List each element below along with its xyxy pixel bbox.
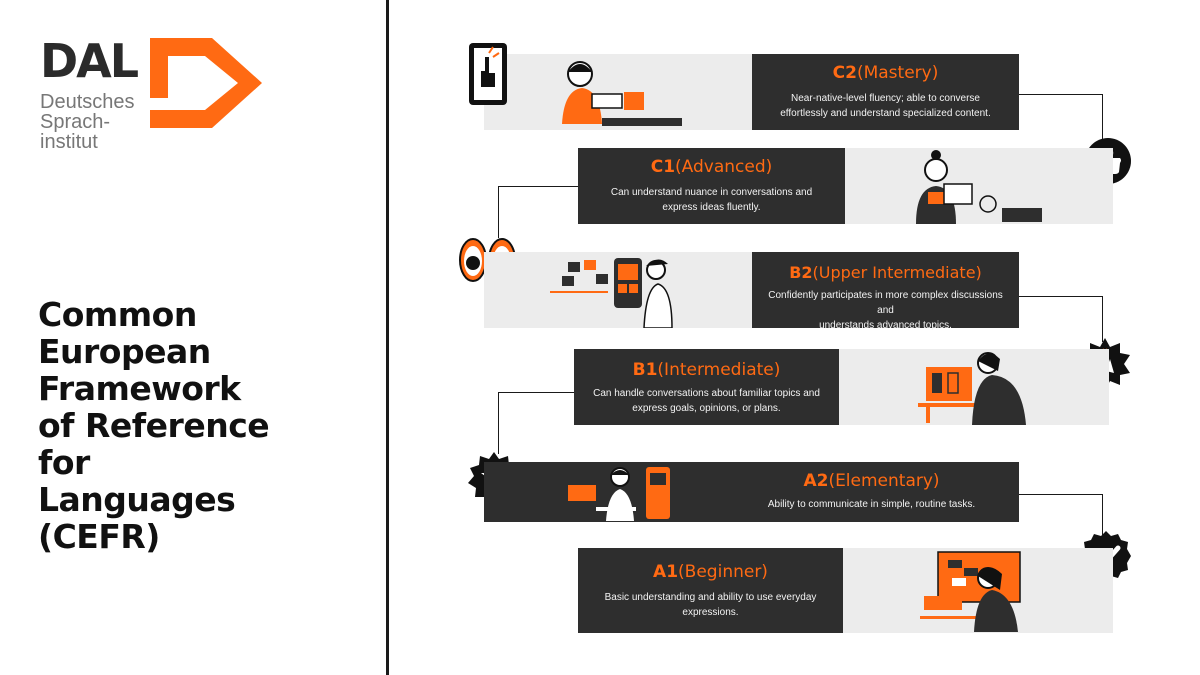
- level-card-a2: A2(Elementary) Ability to communicate in…: [484, 462, 1019, 522]
- connector-b1: [498, 392, 574, 454]
- level-title: A1(Beginner): [653, 562, 768, 582]
- logo-wordmark: DAL: [40, 34, 139, 88]
- level-title: B1(Intermediate): [632, 360, 781, 380]
- title-line: (CEFR): [38, 517, 160, 556]
- vertical-divider: [386, 0, 389, 675]
- level-card-c2: C2(Mastery) Near-native-level fluency; a…: [752, 54, 1019, 130]
- person-phone-illustration: [550, 258, 673, 328]
- connector-b2: [1019, 296, 1103, 342]
- person-laptop-illustration: [562, 61, 682, 126]
- connector-c2: [1019, 94, 1103, 140]
- level-description: Near-native-level fluency; able to conve…: [780, 93, 991, 119]
- page-title: Common European Framework of Reference f…: [38, 296, 358, 555]
- level-description: Can understand nuance in conversations a…: [610, 187, 813, 213]
- level-title: A2(Elementary): [803, 471, 940, 491]
- title-line: of Reference: [38, 406, 270, 445]
- dal-logo: DAL Deutsches Sprach- institut: [40, 38, 270, 168]
- title-line: Framework: [38, 369, 241, 408]
- level-card-a1: A1(Beginner) Basic understanding and abi…: [578, 548, 843, 633]
- title-line: Common: [38, 295, 197, 334]
- person-presentation-illustration: [568, 467, 670, 521]
- hand-pointing-icon: [469, 43, 507, 105]
- title-line: European: [38, 332, 211, 371]
- connector-a2: [1019, 494, 1103, 536]
- level-card-b2: B2(Upper Intermediate) Confidently parti…: [752, 252, 1019, 331]
- level-title: B2(Upper Intermediate): [789, 263, 982, 282]
- title-line: for: [38, 443, 90, 482]
- connector-c1: [498, 186, 578, 238]
- logo-line-1: Deutsches: [40, 91, 135, 113]
- person-board-illustration: [920, 551, 1021, 632]
- level-description: Can handle conversations about familiar …: [593, 388, 820, 414]
- level-description: Ability to communicate in simple, routin…: [767, 499, 976, 510]
- level-card-b1: B1(Intermediate) Can handle conversation…: [574, 349, 839, 425]
- level-card-c1: C1(Advanced) Can understand nuance in co…: [578, 148, 845, 224]
- person-desk-illustration: [918, 352, 1026, 425]
- level-title: C1(Advanced): [650, 157, 773, 177]
- logo-line-2: Sprach-: [40, 111, 111, 133]
- level-description: Confidently participates in more complex…: [768, 290, 1003, 331]
- logo-arrow-mark: [150, 38, 262, 128]
- person-tablet-illustration: [916, 150, 1042, 224]
- level-title: C2(Mastery): [832, 63, 939, 83]
- level-description: Basic understanding and ability to use e…: [604, 592, 817, 618]
- logo-subtitle: Deutsches Sprach- institut: [40, 92, 135, 152]
- title-line: Languages: [38, 480, 236, 519]
- logo-line-3: institut: [40, 131, 98, 153]
